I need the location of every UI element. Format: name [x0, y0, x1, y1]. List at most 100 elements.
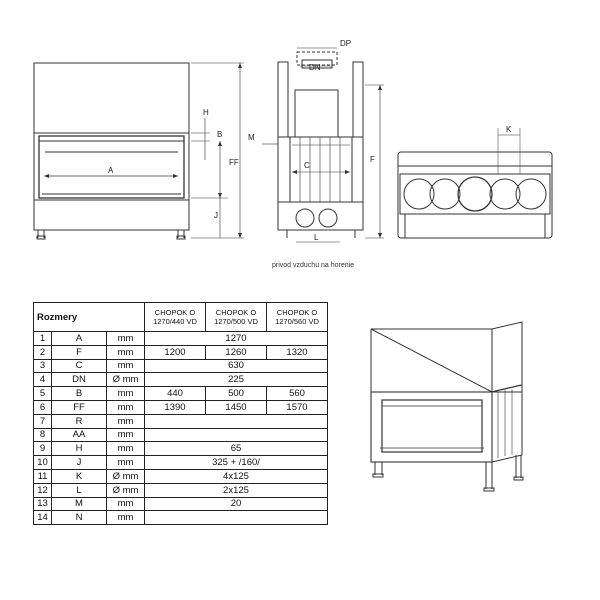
label-dp: DP: [340, 39, 351, 48]
table-cell: FF: [51, 399, 107, 415]
label-dn: DN: [309, 63, 321, 72]
front-glass: [38, 135, 185, 199]
table-cell: mm: [106, 331, 145, 346]
table-cell: 630: [144, 358, 328, 374]
table-cell: 325 + /160/: [144, 455, 328, 470]
label-k: K: [506, 125, 512, 134]
table-cell: DN: [51, 372, 107, 388]
table-cell: mm: [106, 496, 145, 512]
table-cell: N: [51, 510, 107, 526]
air-supply-caption: privod vzduchu na horenie: [272, 262, 355, 269]
table-cell: mm: [106, 441, 145, 457]
table-cell: 6: [33, 399, 52, 415]
table-cell: Ø mm: [106, 482, 145, 498]
label-b: B: [217, 130, 222, 139]
table-cell: [144, 413, 328, 429]
table-cell: 20: [144, 496, 328, 512]
top-view: [397, 128, 553, 239]
table-cell: mm: [106, 344, 145, 360]
table-cell: mm: [106, 455, 145, 470]
table-cell: J: [51, 455, 107, 470]
table-cell: K: [51, 468, 107, 484]
front-body: [33, 132, 190, 231]
perspective-view: [370, 321, 524, 492]
table-cell: L: [51, 482, 107, 498]
table-cell: mm: [106, 386, 145, 401]
table-cell: 9: [33, 441, 52, 457]
table-cell: R: [51, 413, 107, 429]
table-cell: 2x125: [144, 482, 328, 498]
table-cell: 1200: [144, 344, 206, 360]
side-view: [262, 47, 384, 243]
table-cell: Ø mm: [106, 372, 145, 388]
table-cell: 4x125: [144, 468, 328, 484]
label-m: M: [248, 133, 255, 142]
table-cell: mm: [106, 427, 145, 443]
table-cell: 10: [33, 455, 52, 470]
table-cell: 1450: [205, 399, 267, 415]
table-cell: 1570: [266, 399, 328, 415]
table-cell: 3: [33, 358, 52, 374]
table-cell: 4: [33, 372, 52, 388]
table-cell: Ø mm: [106, 468, 145, 484]
table-title: Rozmery: [33, 302, 145, 332]
table-cell: 225: [144, 372, 328, 388]
table-cell: 7: [33, 413, 52, 429]
table-cell: mm: [106, 510, 145, 526]
table-cell: C: [51, 358, 107, 374]
table-cell: [144, 510, 328, 526]
table-cell: 65: [144, 441, 328, 457]
table-cell: 1390: [144, 399, 206, 415]
table-cell: 1320: [266, 344, 328, 360]
table-cell: mm: [106, 358, 145, 374]
table-cell: 1260: [205, 344, 267, 360]
table-cell: 500: [205, 386, 267, 401]
table-cell: [144, 427, 328, 443]
table-cell: 5: [33, 386, 52, 401]
front-view: [33, 62, 244, 240]
label-j: J: [214, 211, 218, 220]
table-cell: M: [51, 496, 107, 512]
label-a: A: [108, 166, 114, 175]
table-cell: mm: [106, 399, 145, 415]
table-cell: 14: [33, 510, 52, 526]
label-h: H: [203, 108, 209, 117]
label-ff: FF: [229, 158, 239, 167]
table-cell: F: [51, 344, 107, 360]
table-cell: 11: [33, 468, 52, 484]
table-cell: 440: [144, 386, 206, 401]
table-cell: 2: [33, 344, 52, 360]
table-cell: 8: [33, 427, 52, 443]
table-cell: 1270: [144, 331, 328, 346]
table-cell: H: [51, 441, 107, 457]
front-hood: [33, 62, 190, 134]
table-cell: 12: [33, 482, 52, 498]
label-c: C: [304, 161, 310, 170]
label-l: L: [314, 233, 319, 242]
table-cell: 1: [33, 331, 52, 346]
table-cell: mm: [106, 413, 145, 429]
table-cell: B: [51, 386, 107, 401]
table-cell: AA: [51, 427, 107, 443]
